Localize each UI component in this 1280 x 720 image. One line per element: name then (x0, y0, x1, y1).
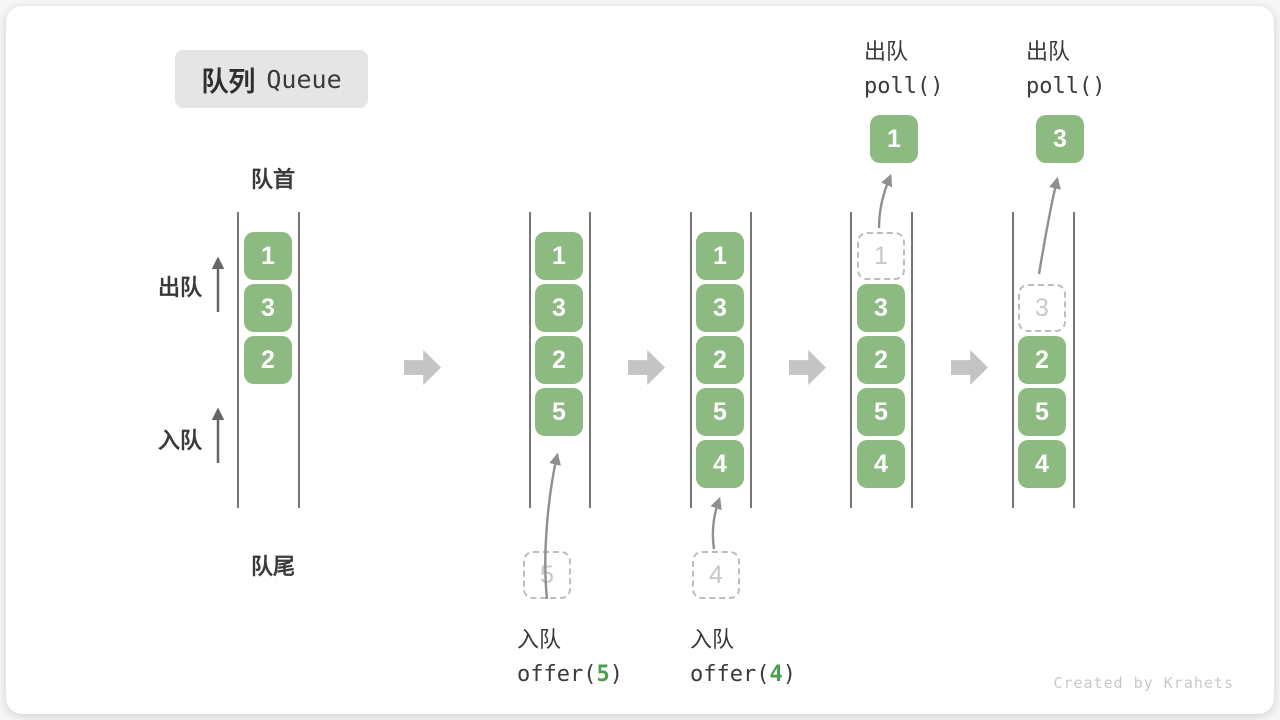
offer-2-post: ) (782, 662, 796, 687)
queue-element: 1 (535, 232, 583, 280)
queue-wall-right (750, 212, 752, 508)
annotation-offer-1: 入队 offer(5) (517, 622, 623, 692)
popped-element: 3 (1036, 115, 1084, 163)
queue-wall-left (850, 212, 852, 508)
queue-element: 2 (244, 336, 292, 384)
title-badge: 队列 Queue (175, 50, 368, 108)
label-dequeue-direction: 出队 (158, 275, 203, 300)
annotation-poll-1: 出队 poll() (864, 34, 943, 104)
incoming-element: 4 (692, 551, 740, 599)
annotation-poll-2-label: 出队 (1026, 39, 1071, 64)
annotation-offer-2: 入队 offer(4) (690, 622, 796, 692)
annotation-poll-2-code: poll() (1026, 74, 1106, 99)
queue-wall-left (1012, 212, 1014, 508)
queue-element: 2 (535, 336, 583, 384)
label-queue-front: 队首 (251, 167, 296, 192)
queue-element: 1 (244, 232, 292, 280)
annotation-poll-2: 出队 poll() (1026, 34, 1105, 104)
incoming-element: 5 (523, 551, 571, 599)
queue-element: 3 (535, 284, 583, 332)
queue-wall-right (1073, 212, 1075, 508)
queue-element: 3 (696, 284, 744, 332)
label-enqueue-direction: 入队 (158, 428, 203, 453)
queue-element: 2 (696, 336, 744, 384)
canvas-card: 队列 Queue 队首 队尾 出队 入队 出队 poll() 出队 poll()… (6, 6, 1274, 714)
step-arrow-icon (628, 350, 665, 385)
step-arrow-icon (789, 350, 826, 385)
popped-element: 1 (870, 115, 918, 163)
removed-element-placeholder: 1 (857, 232, 905, 280)
offer-2-arg: 4 (769, 662, 783, 687)
queue-element: 5 (857, 388, 905, 436)
queue-wall-right (911, 212, 913, 508)
queue-element: 3 (244, 284, 292, 332)
enqueue-motion-arrow-2 (710, 496, 722, 550)
poll-motion-arrow-2 (1037, 176, 1061, 275)
queue-element: 4 (1018, 440, 1066, 488)
annotation-offer-2-code: offer(4) (690, 657, 796, 692)
offer-1-post: ) (609, 662, 623, 687)
label-queue-rear: 队尾 (251, 554, 296, 579)
watermark: Created by Krahets (1053, 674, 1234, 692)
queue-element: 4 (696, 440, 744, 488)
annotation-offer-2-label: 入队 (690, 627, 735, 652)
annotation-offer-1-label: 入队 (517, 627, 562, 652)
offer-1-arg: 5 (596, 662, 610, 687)
queue-wall-left (237, 212, 239, 508)
queue-element: 5 (535, 388, 583, 436)
title-en: Queue (266, 64, 342, 94)
queue-wall-right (298, 212, 300, 508)
queue-element: 2 (1018, 336, 1066, 384)
step-arrow-icon (404, 350, 441, 385)
annotation-offer-1-code: offer(5) (517, 657, 623, 692)
queue-element: 5 (1018, 388, 1066, 436)
annotation-poll-1-code: poll() (864, 74, 944, 99)
annotation-poll-1-label: 出队 (864, 39, 909, 64)
queue-element: 5 (696, 388, 744, 436)
offer-2-pre: offer( (690, 662, 770, 687)
queue-element: 2 (857, 336, 905, 384)
queue-element: 3 (857, 284, 905, 332)
queue-element: 1 (696, 232, 744, 280)
title-zh: 队列 (201, 66, 256, 97)
queue-wall-left (690, 212, 692, 508)
queue-element: 4 (857, 440, 905, 488)
queue-wall-right (589, 212, 591, 508)
poll-motion-arrow-1 (877, 173, 893, 229)
offer-1-pre: offer( (517, 662, 597, 687)
removed-element-placeholder: 3 (1018, 284, 1066, 332)
step-arrow-icon (951, 350, 988, 385)
queue-wall-left (529, 212, 531, 508)
arrows-overlay (211, 173, 1061, 600)
